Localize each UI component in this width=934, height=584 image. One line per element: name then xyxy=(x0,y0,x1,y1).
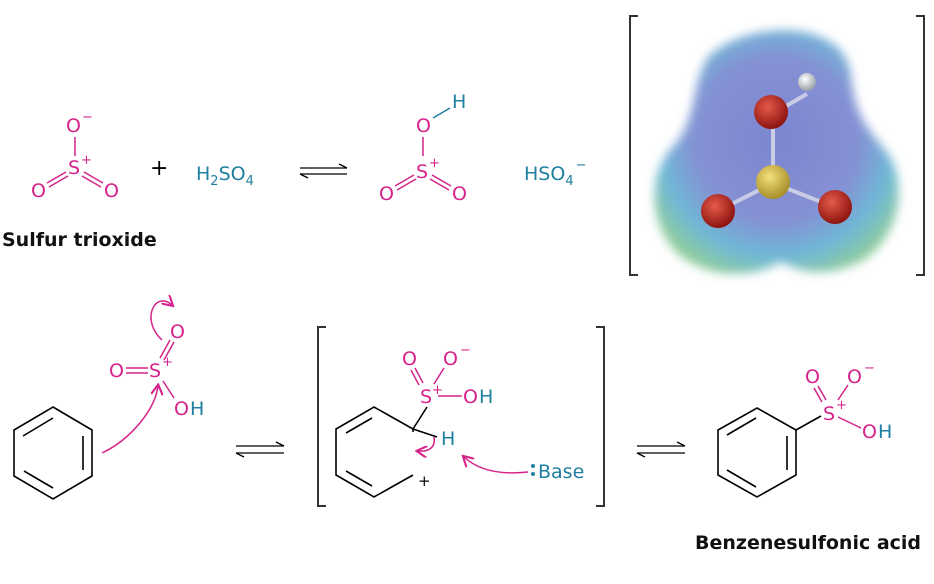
atom-O-top: O xyxy=(170,321,185,343)
atom-O-double: O xyxy=(805,366,820,388)
sulfur-trioxide-structure: O − S + O O xyxy=(31,110,119,202)
svg-text:HSO4−: HSO4− xyxy=(524,158,587,189)
atom-O-left: O xyxy=(379,183,394,205)
lone-pair-dot xyxy=(531,464,535,468)
equilibrium-arrow-1 xyxy=(299,163,348,179)
curved-arrow-attack xyxy=(101,386,158,454)
atom-O-oh: O xyxy=(862,421,877,443)
sigma-complex-intermediate: + S + O O − O H H Base xyxy=(317,326,605,507)
electrophile-structure: O S + O O H xyxy=(109,301,204,420)
atom-O-oh: O xyxy=(174,398,189,420)
charge-minus: − xyxy=(82,110,93,125)
sulfuric-acid-formula: H2SO4 xyxy=(196,163,254,189)
atom-O-oh: O xyxy=(463,386,478,408)
oxygen-atom-ball xyxy=(754,95,788,129)
atom-H: H xyxy=(878,421,892,443)
curved-arrow-ch-bond xyxy=(418,436,436,451)
curved-arrow-pi-bond xyxy=(150,301,172,341)
lone-pair-dot xyxy=(531,472,535,476)
electrostatic-potential-model xyxy=(629,15,925,276)
atom-H: H xyxy=(452,91,466,113)
charge-plus: + xyxy=(81,153,92,168)
charge-minus: − xyxy=(864,361,875,376)
equilibrium-arrow-3 xyxy=(636,441,686,458)
label-sulfur-trioxide: Sulfur trioxide xyxy=(2,229,157,251)
atom-S: S xyxy=(823,403,835,425)
hydrogen-atom-ball xyxy=(798,73,816,91)
bisulfate-formula: HSO4− xyxy=(524,158,587,189)
atom-O-top: O xyxy=(66,115,81,137)
base-label: Base xyxy=(538,461,584,483)
charge-plus: + xyxy=(432,383,443,398)
label-benzenesulfonic-acid: Benzenesulfonic acid xyxy=(695,532,921,554)
charge-minus: − xyxy=(460,343,471,358)
charge-ring-plus: + xyxy=(418,472,431,490)
benzene-ring xyxy=(13,406,93,500)
sulfur-atom-ball xyxy=(756,165,790,199)
charge-plus: + xyxy=(429,156,440,171)
charge-plus: + xyxy=(836,398,847,413)
atom-S: S xyxy=(149,360,161,382)
benzenesulfonic-acid-structure: S + O O − O H xyxy=(717,361,892,498)
atom-O-left: O xyxy=(109,360,124,382)
atom-O-top: O xyxy=(416,115,431,137)
charge-plus: + xyxy=(162,355,173,370)
atom-O-negative: O xyxy=(443,348,458,370)
atom-O-left: O xyxy=(31,180,46,202)
oxygen-atom-ball xyxy=(818,190,852,224)
atom-O-right: O xyxy=(104,180,119,202)
atom-S: S xyxy=(416,161,428,183)
plus-sign: + xyxy=(150,156,168,181)
atom-S: S xyxy=(420,386,432,408)
equilibrium-arrow-2 xyxy=(235,441,285,458)
oxygen-atom-ball xyxy=(701,194,735,228)
atom-H-ring: H xyxy=(441,428,455,450)
protonated-so3-structure: H O S + O O xyxy=(379,91,467,205)
atom-O-right: O xyxy=(452,183,467,205)
atom-S: S xyxy=(68,157,80,179)
svg-text:H2SO4: H2SO4 xyxy=(196,163,254,189)
atom-H-oh: H xyxy=(479,386,493,408)
curved-arrow-base xyxy=(464,457,529,474)
atom-O-double: O xyxy=(402,348,417,370)
atom-O-negative: O xyxy=(847,366,862,388)
atom-H: H xyxy=(190,398,204,420)
